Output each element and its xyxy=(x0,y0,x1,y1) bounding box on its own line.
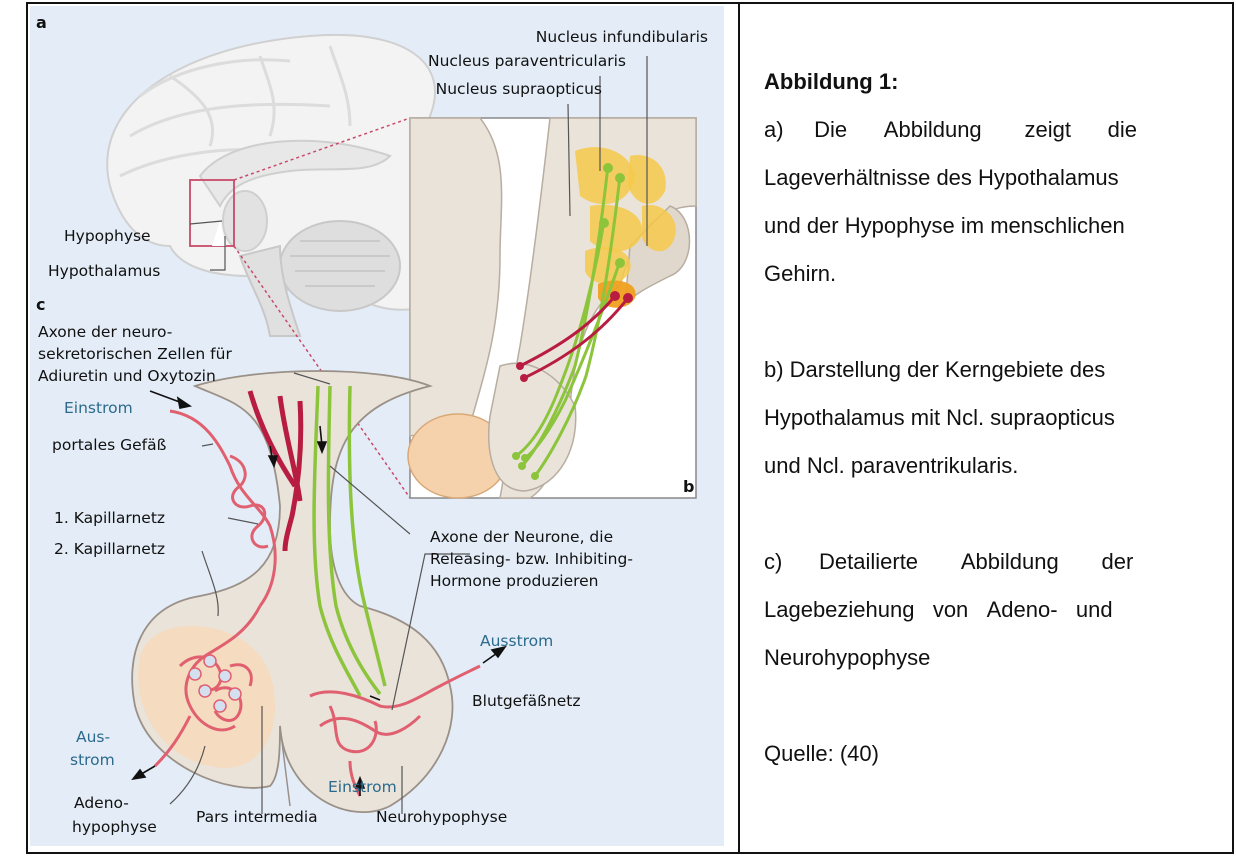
caption-c-line2: Lagebeziehung von Adeno- und xyxy=(764,586,1232,634)
label-einstrom-bottom: Einstrom xyxy=(328,778,397,796)
caption-a-line3: und der Hypophyse im menschlichen xyxy=(764,202,1232,250)
label-ausstrom-left-1: Aus- xyxy=(76,728,110,746)
caption-b-line2: Hypothalamus mit Ncl. supraopticus xyxy=(764,394,1232,442)
nuclei-inset xyxy=(408,56,696,498)
anatomy-illustration: a b c Nucleus infundibularis Nucleus par… xyxy=(30,6,724,846)
caption-title: Abbildung 1: xyxy=(764,58,1232,106)
caption-c-line1: c) Detailierte Abbildung der xyxy=(764,538,1232,586)
label-kapillarnetz-1: 1. Kapillarnetz xyxy=(54,509,165,527)
caption-gap xyxy=(764,490,1232,538)
label-nucleus-paraventricularis: Nucleus paraventricularis xyxy=(428,52,626,70)
caption-b-line3: und Ncl. paraventrikularis. xyxy=(764,442,1232,490)
label-portales-gefaess: portales Gefäß xyxy=(52,436,167,454)
label-nucleus-supraopticus: Nucleus supraopticus xyxy=(436,80,602,98)
label-pars-intermedia: Pars intermedia xyxy=(196,808,318,826)
caption-a-line2: Lageverhältnisse des Hypothalamus xyxy=(764,154,1232,202)
label-axone-line3: Adiuretin und Oxytozin xyxy=(38,367,216,385)
label-einstrom-top: Einstrom xyxy=(64,399,133,417)
label-blutgefaessnetz: Blutgefäßnetz xyxy=(472,692,581,710)
label-hypophyse: Hypophyse xyxy=(64,227,151,245)
column-divider xyxy=(738,2,740,854)
caption-gap xyxy=(764,298,1232,346)
label-ausstrom-left-2: strom xyxy=(70,751,115,769)
label-releasing-line3: Hormone produzieren xyxy=(430,572,599,590)
panel-letter-c: c xyxy=(36,295,45,314)
label-releasing-line2: Releasing- bzw. Inhibiting- xyxy=(430,550,633,568)
label-axone-line1: Axone der neuro- xyxy=(38,323,172,341)
caption-c-line3: Neurohypophyse xyxy=(764,634,1232,682)
panel-letter-b: b xyxy=(683,477,694,496)
label-hypothalamus: Hypothalamus xyxy=(48,262,160,280)
label-ausstrom-right: Ausstrom xyxy=(480,632,553,650)
label-axone-line2: sekretorischen Zellen für xyxy=(38,345,232,363)
label-adeno-1: Adeno- xyxy=(74,794,129,812)
label-nucleus-infundibularis: Nucleus infundibularis xyxy=(536,28,708,46)
label-adeno-2: hypophyse xyxy=(72,818,157,836)
caption-source: Quelle: (40) xyxy=(764,730,1232,778)
label-kapillarnetz-2: 2. Kapillarnetz xyxy=(54,540,165,558)
caption-b-line1: b) Darstellung der Kerngebiete des xyxy=(764,346,1232,394)
anatomy-figure: a b c Nucleus infundibularis Nucleus par… xyxy=(30,6,724,846)
panel-letter-a: a xyxy=(36,13,47,32)
label-releasing-line1: Axone der Neurone, die xyxy=(430,528,613,546)
label-neurohypophyse: Neurohypophyse xyxy=(376,808,507,826)
caption-a-line4: Gehirn. xyxy=(764,250,1232,298)
figure-caption: Abbildung 1: a) Die Abbildung zeigt die … xyxy=(764,58,1232,778)
caption-a-line1: a) Die Abbildung zeigt die xyxy=(764,106,1232,154)
caption-gap xyxy=(764,682,1232,730)
